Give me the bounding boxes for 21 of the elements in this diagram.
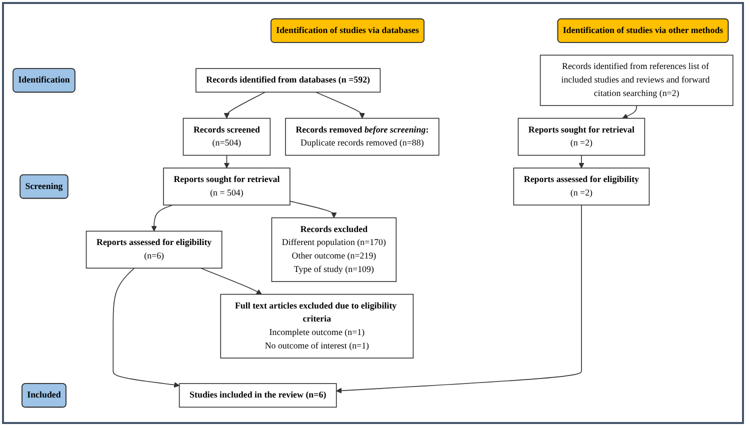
arrow — [578, 154, 584, 168]
node-box: Reports sought for retrieval (n =2) — [518, 118, 646, 156]
arrow — [315, 92, 365, 119]
node-box: Studies included in the review (n=6) — [178, 383, 337, 408]
arrow — [112, 268, 180, 388]
node-box: Records removed before screening: Duplicate records removed (n=88) — [285, 118, 440, 156]
arrow — [200, 268, 262, 295]
node-box: Full text articles excluded due to eligibility criteria Incomplete outcome (n=1) No outcome of interest (n=1) — [220, 294, 414, 358]
arrow — [151, 204, 174, 232]
arrow — [224, 154, 230, 168]
arrow — [290, 200, 337, 218]
node-box: Reports assessed for eligibility (n=6) — [86, 230, 222, 269]
node-box: Reports assessed for eligibility (n =2) — [513, 168, 650, 206]
node-box: Records identified from references list of included studies and reviews and forward citation searching (n=2) — [540, 54, 734, 106]
node-box: Records identified from databases (n =592) — [196, 68, 381, 93]
node-box: Records screened (n=504) — [182, 118, 271, 156]
arrow — [336, 204, 582, 394]
node-box: Records excluded Different population (n=170) Other outcome (n=219) Type of study (n=109) — [271, 217, 397, 282]
arrow — [224, 92, 266, 119]
node-box: Reports sought for retrieval (n = 504) — [163, 168, 290, 206]
arrow — [622, 105, 638, 119]
